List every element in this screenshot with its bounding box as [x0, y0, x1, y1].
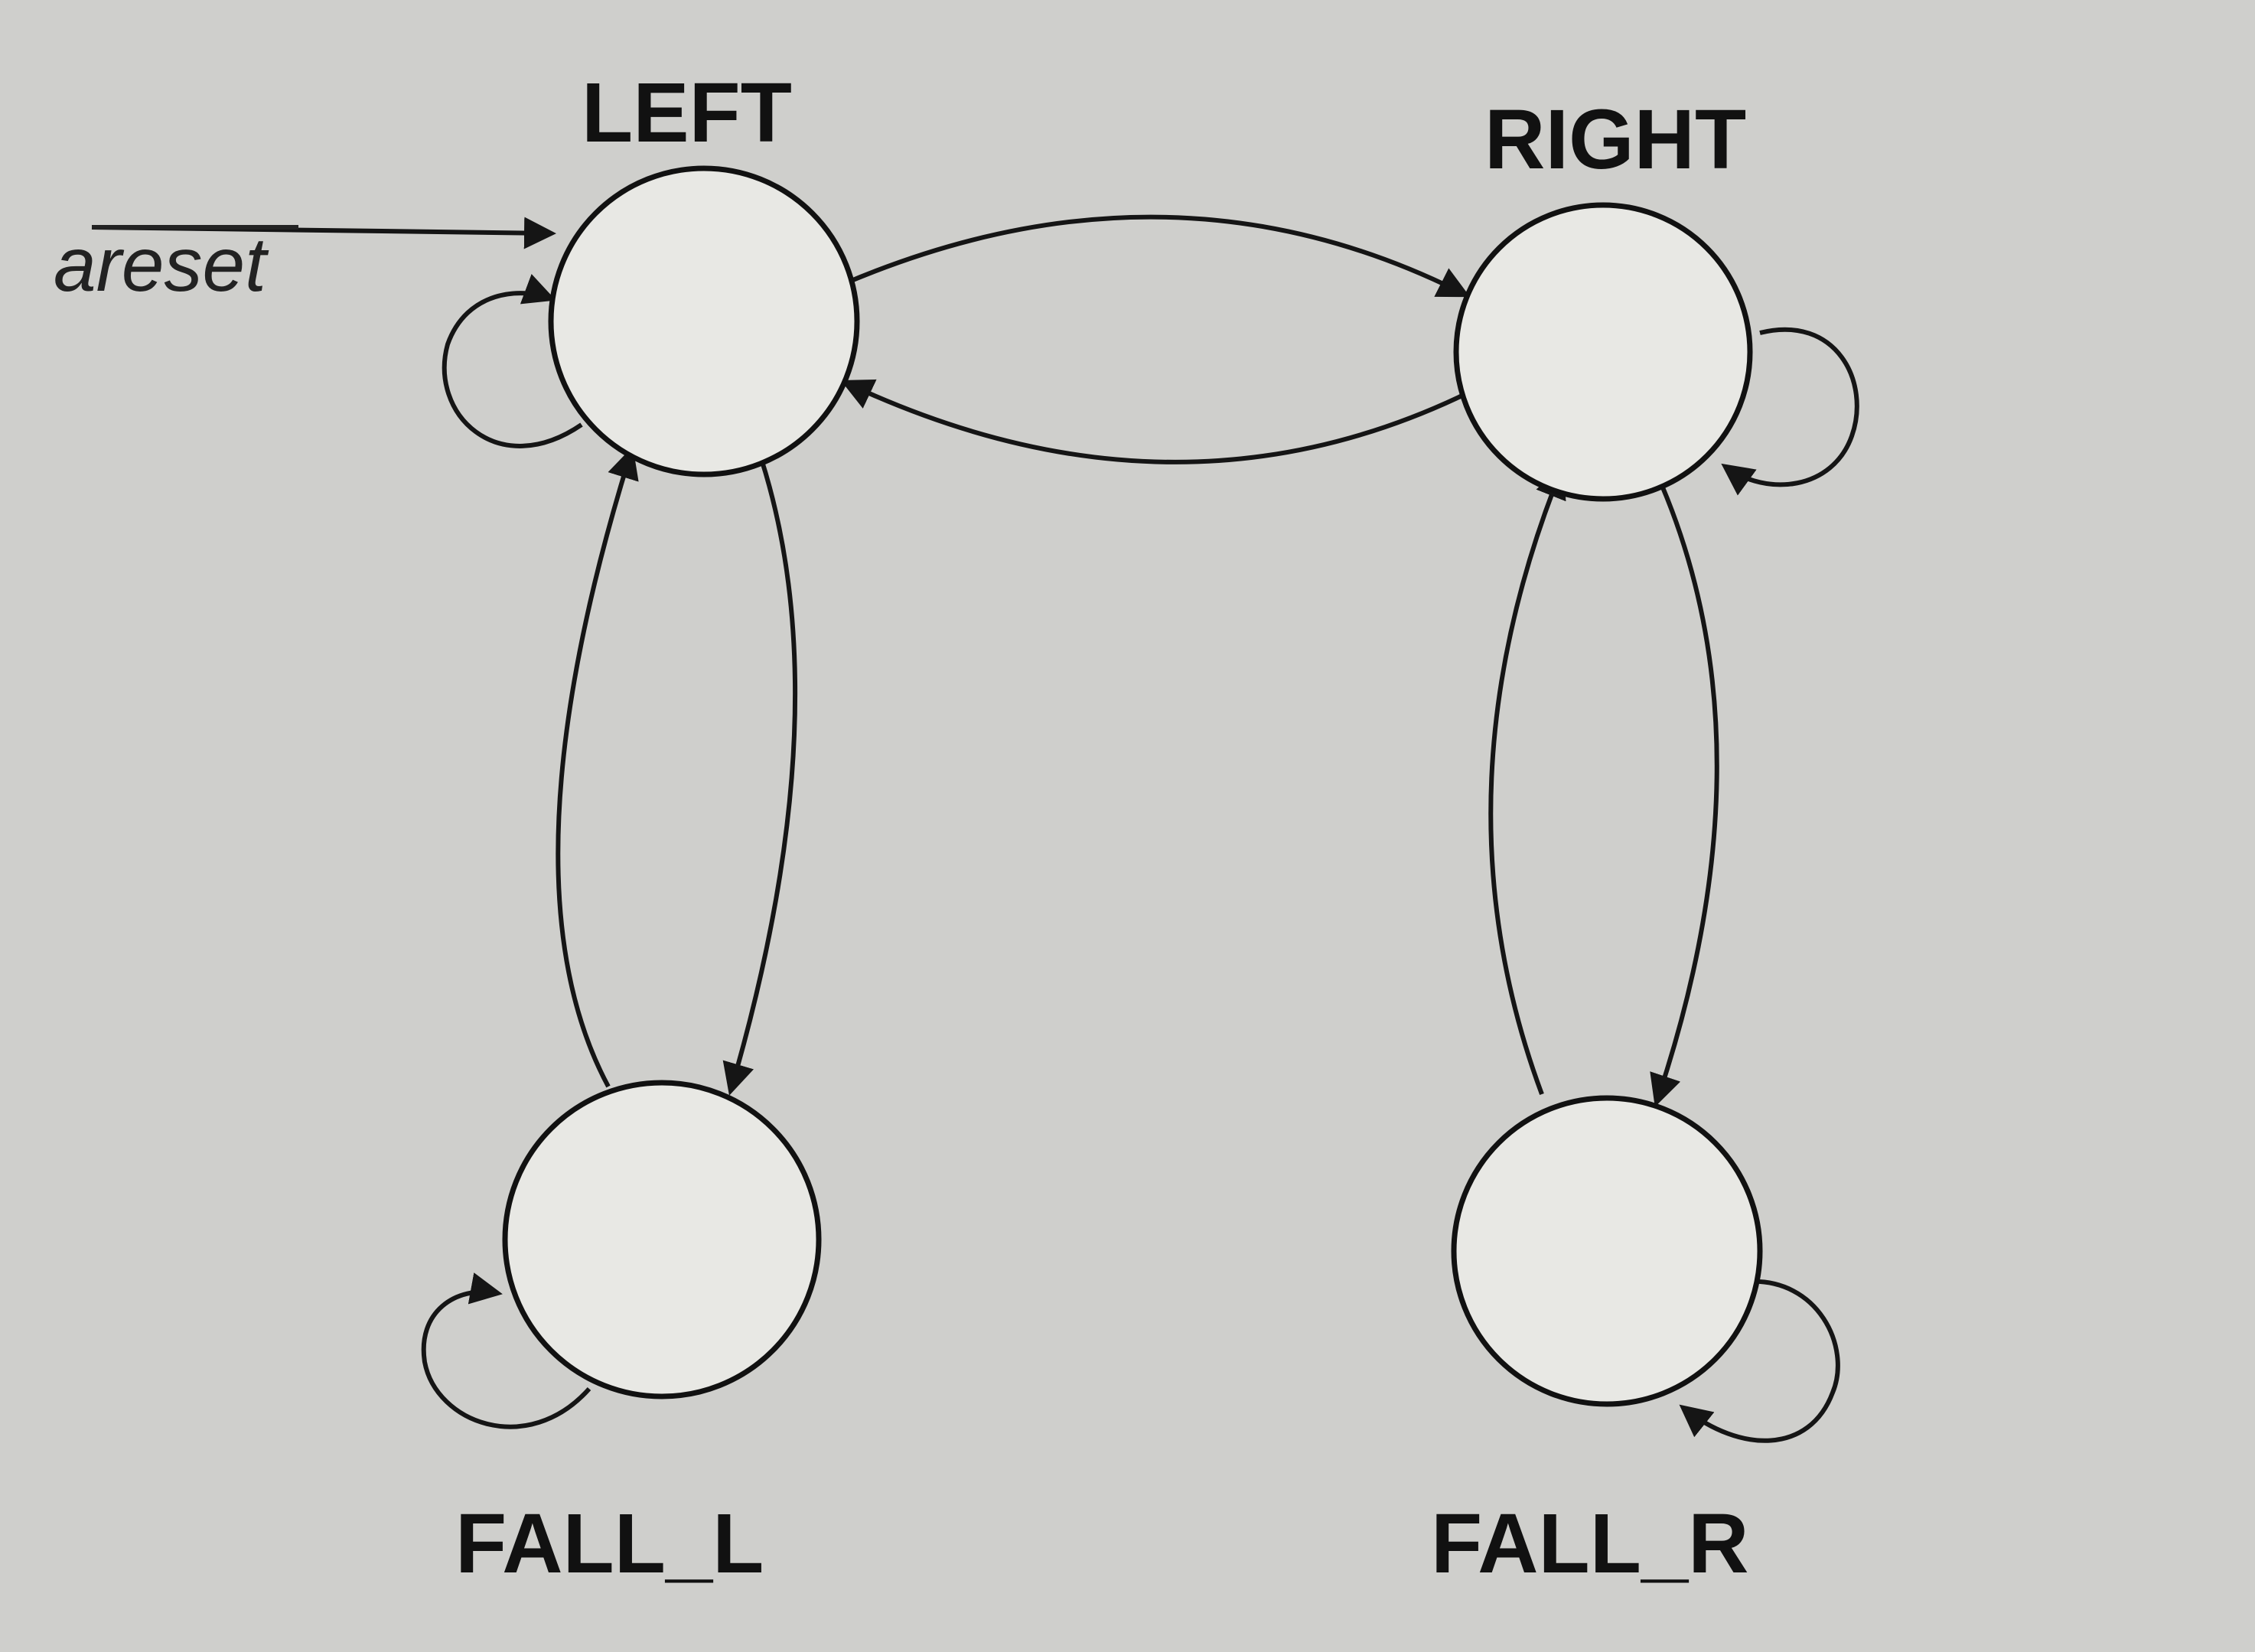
self-loop-right — [1721, 327, 1859, 496]
state-fall-l-label: FALL_L — [455, 1497, 764, 1591]
edge-left-to-fall-l — [722, 458, 798, 1096]
self-loop-fall-l — [421, 1272, 591, 1429]
edge-right-to-fall-r — [1650, 481, 1719, 1107]
edge-right-to-left — [840, 379, 1467, 464]
state-fall-r-label: FALL_R — [1431, 1497, 1749, 1591]
edge-left-to-right — [844, 214, 1471, 298]
state-left-label: LEFT — [582, 66, 792, 160]
edge-fall-l-to-left — [556, 446, 639, 1088]
reset-label: areset — [54, 222, 269, 308]
reset-transition: areset — [54, 217, 556, 308]
state-fall-r-circle — [1451, 1095, 1763, 1407]
state-right-circle — [1453, 202, 1753, 502]
state-fall-l-circle — [502, 1080, 822, 1399]
state-right-label: RIGHT — [1484, 93, 1746, 187]
self-loop-left — [442, 274, 583, 448]
self-loop-fall-r — [1679, 1279, 1840, 1443]
state-left-circle — [548, 165, 860, 477]
edge-fall-r-to-right — [1488, 465, 1566, 1096]
